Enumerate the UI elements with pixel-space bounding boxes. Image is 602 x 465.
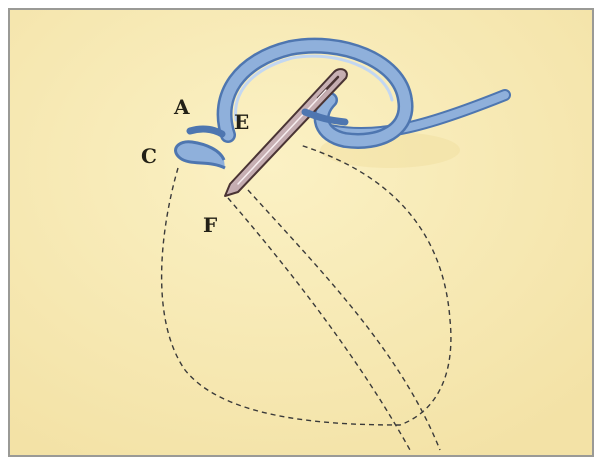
label-point-e: E <box>234 112 249 132</box>
label-point-f: F <box>203 215 217 235</box>
label-point-a: A <box>174 97 190 117</box>
fabric-background <box>9 9 593 456</box>
label-point-c: C <box>141 146 157 166</box>
